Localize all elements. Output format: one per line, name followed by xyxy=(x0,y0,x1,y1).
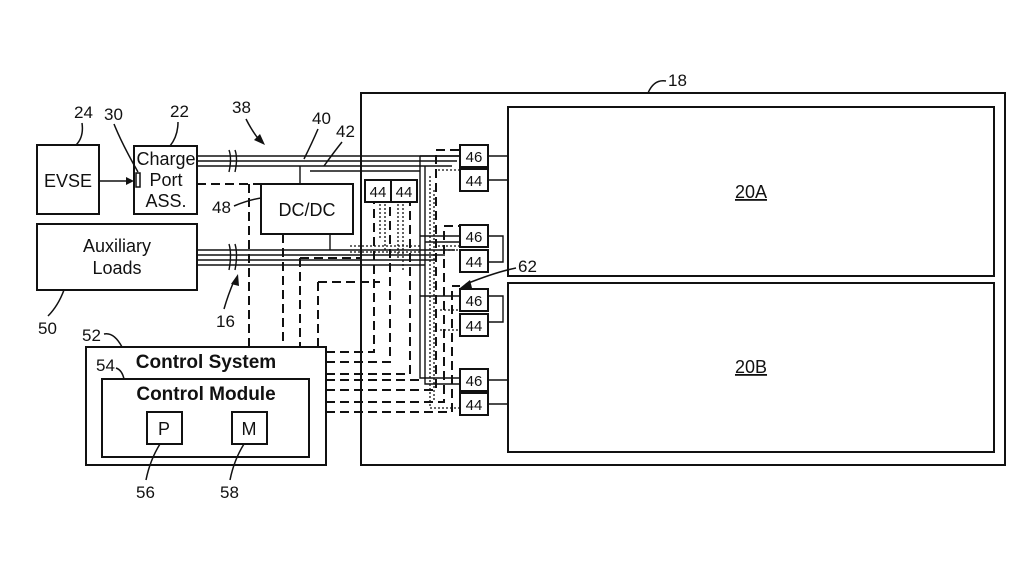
ref-50: 50 xyxy=(38,319,57,338)
ref-38: 38 xyxy=(232,98,251,117)
switch-46-1-label: 46 xyxy=(466,149,483,166)
ref-24: 24 xyxy=(74,103,93,122)
control-module-label: Control Module xyxy=(136,384,275,405)
battery-array-20b-label: 20B xyxy=(735,357,767,377)
ref-56: 56 xyxy=(136,483,155,502)
ref-16: 16 xyxy=(216,312,235,331)
switch-44-4-label: 44 xyxy=(466,397,483,414)
switch-46-3-label: 46 xyxy=(466,293,483,310)
arrowhead-icon xyxy=(231,274,239,286)
switch-46-4-label: 46 xyxy=(466,373,483,390)
switch-stack-4: 46 44 xyxy=(460,369,488,415)
battery-array-20a-label: 20A xyxy=(735,182,767,202)
ref-40: 40 xyxy=(312,109,331,128)
auxiliary-loads-label-line-2: Loads xyxy=(92,258,141,278)
auxiliary-loads-label-line-1: Auxiliary xyxy=(83,236,151,256)
charge-port-label-line-2: Port xyxy=(149,170,182,190)
ref-58: 58 xyxy=(220,483,239,502)
switch-44-2-label: 44 xyxy=(466,254,483,271)
switch-44-a-label: 44 xyxy=(370,184,387,201)
ref-18: 18 xyxy=(668,71,687,90)
switch-44-1-label: 44 xyxy=(466,173,483,190)
ref-48: 48 xyxy=(212,198,231,217)
ref-54: 54 xyxy=(96,356,115,375)
auxiliary-loads-box xyxy=(37,224,197,290)
processor-label: P xyxy=(158,419,170,439)
charge-port-label-line-3: ASS. xyxy=(145,191,186,211)
control-system-label: Control System xyxy=(136,352,276,373)
charge-port-label-line-1: Charge xyxy=(136,149,195,169)
dcdc-converter-label: DC/DC xyxy=(279,200,336,220)
memory-label: M xyxy=(242,419,257,439)
ref-62: 62 xyxy=(518,257,537,276)
switch-46-2-label: 46 xyxy=(466,229,483,246)
ref-22: 22 xyxy=(170,102,189,121)
arrowhead-icon xyxy=(126,177,134,185)
ref-42: 42 xyxy=(336,122,355,141)
evse-label: EVSE xyxy=(44,171,92,191)
switch-44-b-label: 44 xyxy=(396,184,413,201)
switch-stack-1: 46 44 xyxy=(460,145,488,191)
ref-52: 52 xyxy=(82,326,101,345)
switch-44-3-label: 44 xyxy=(466,318,483,335)
ref-30: 30 xyxy=(104,105,123,124)
